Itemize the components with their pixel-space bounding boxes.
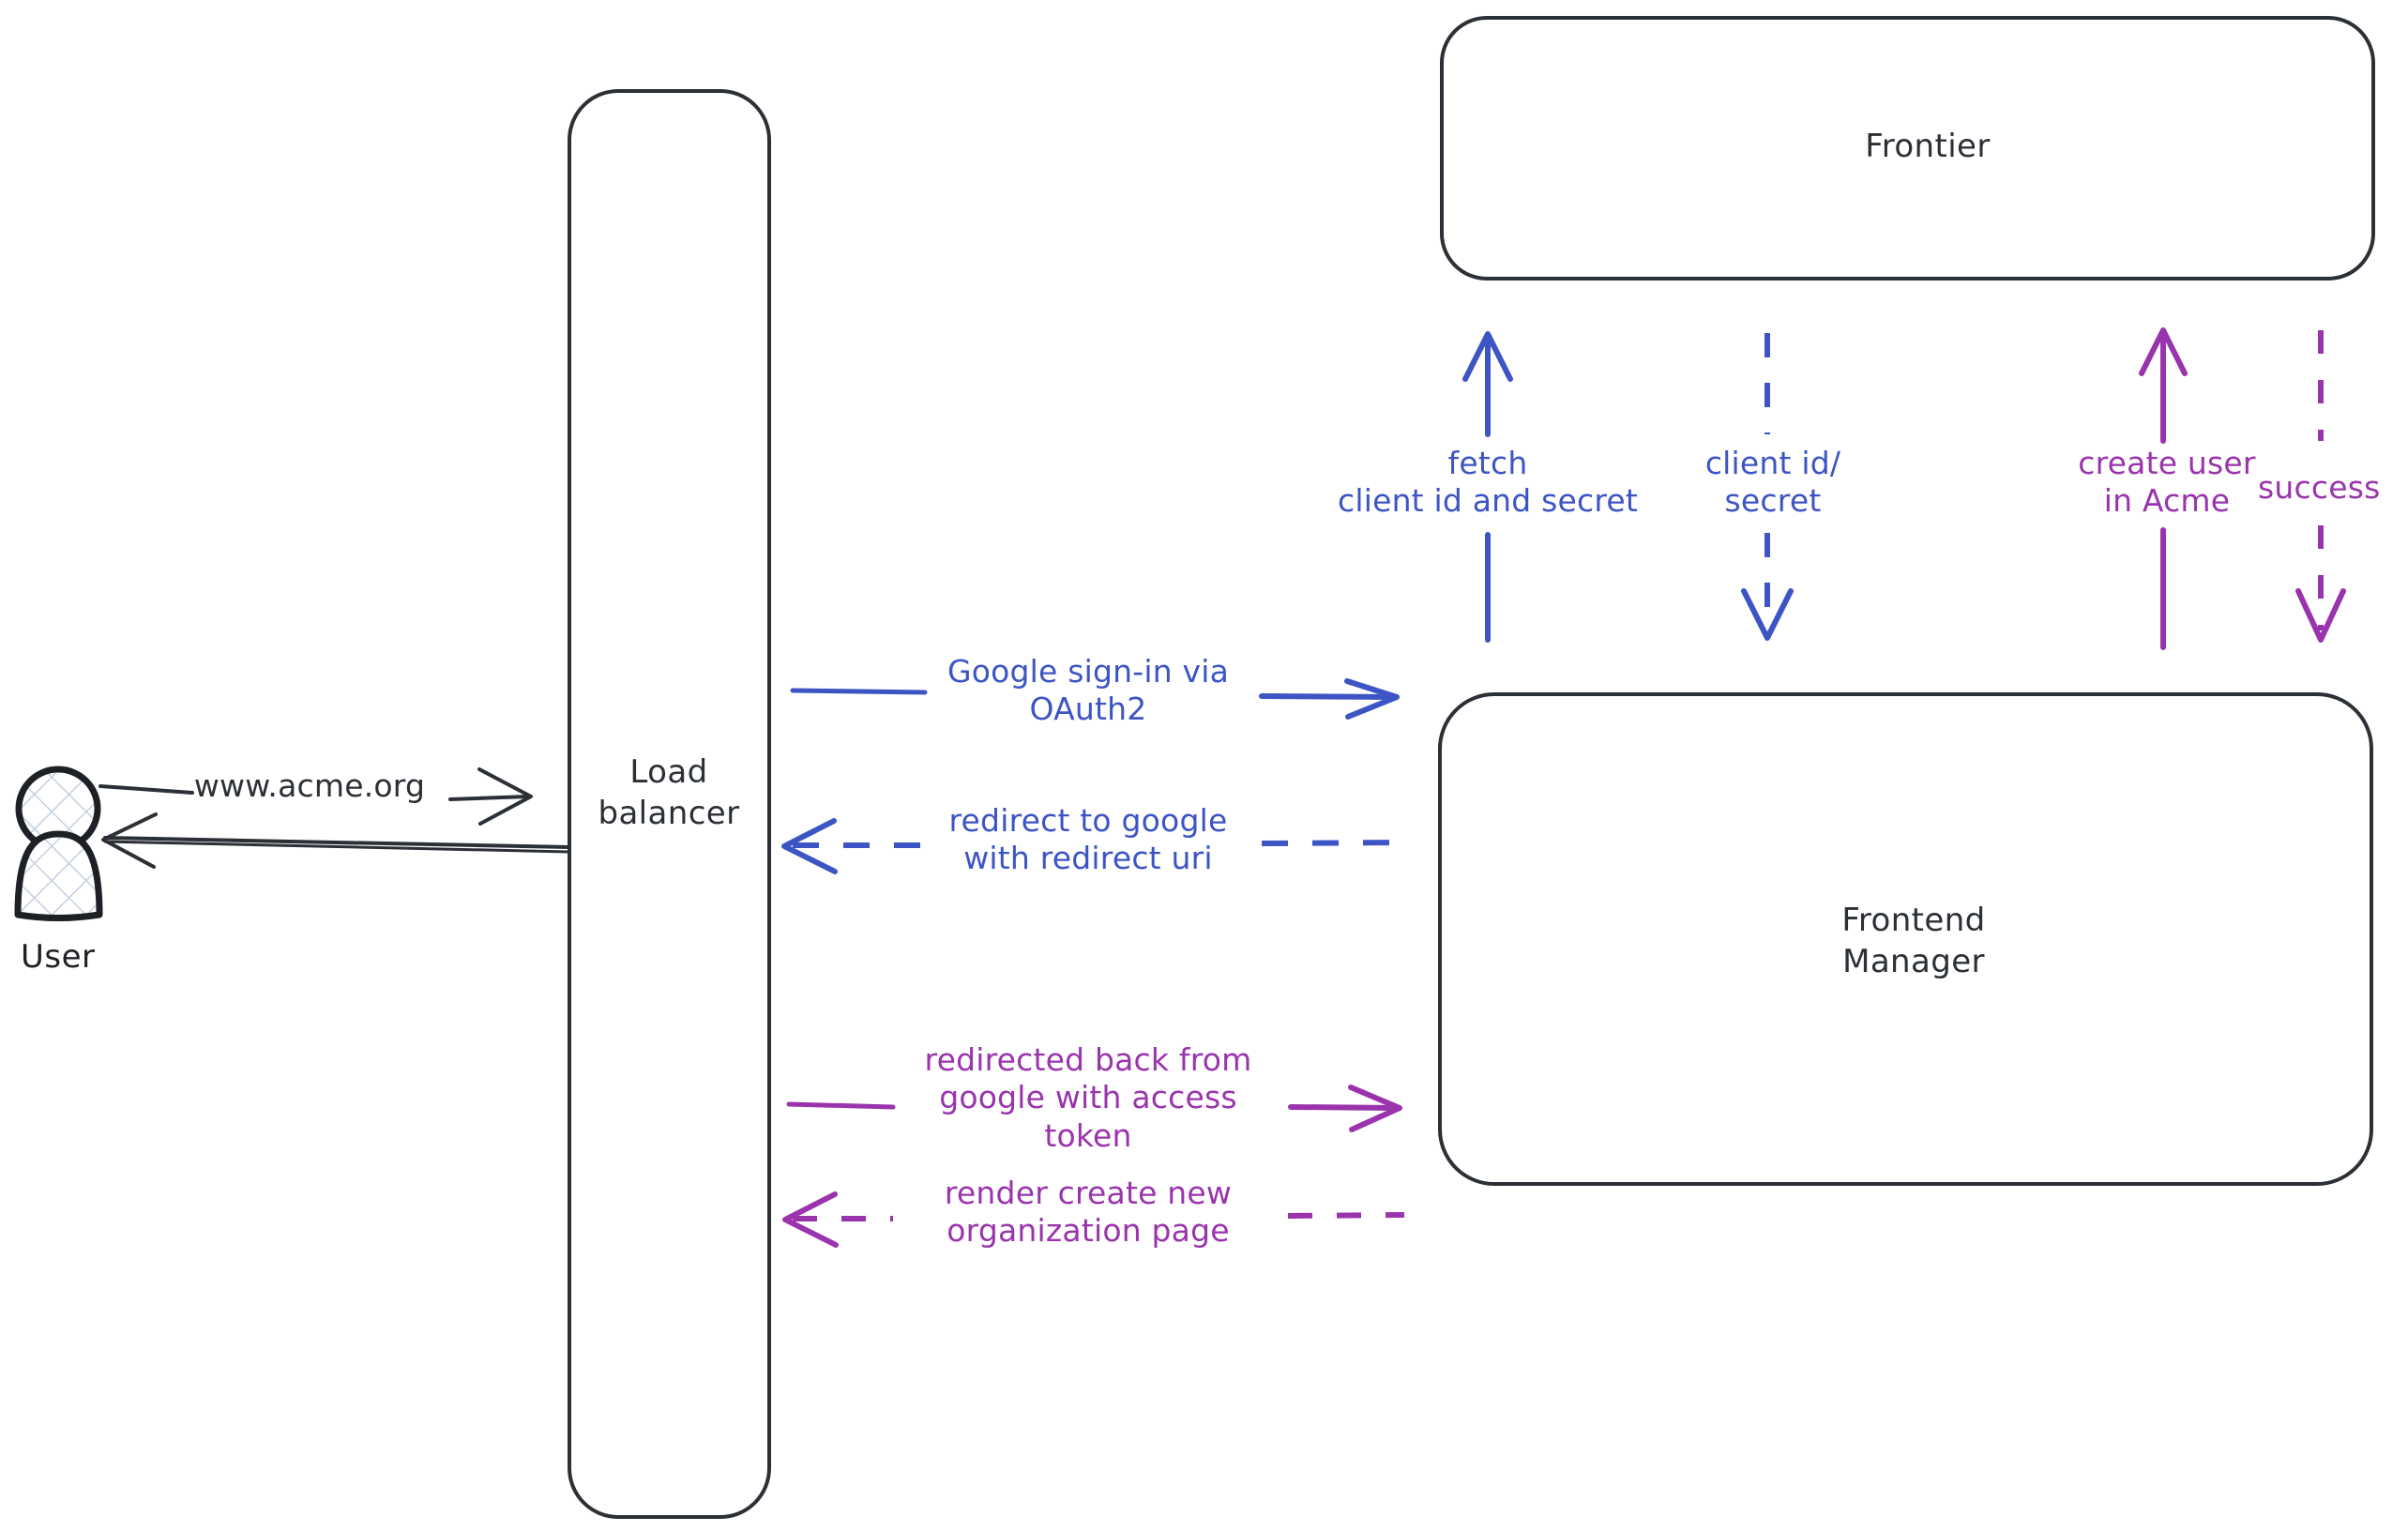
- edge-label-fm-to-frontier-create-user: create user in Acme: [2078, 445, 2256, 520]
- node-frontier-label: Frontier: [1865, 128, 1991, 165]
- actor-user-figure: [14, 766, 103, 921]
- edge-label-fm-to-lb-render: render create new organization page: [944, 1175, 1233, 1250]
- node-frontend-manager-label: Frontend Manager: [1841, 902, 1986, 980]
- edge-label-frontier-to-fm-success: success: [2258, 469, 2381, 506]
- edge-label-fm-to-frontier-fetch: fetch client id and secret: [1337, 445, 1639, 520]
- edge-label-lb-to-fm-signin: Google sign-in via OAuth2: [947, 653, 1230, 728]
- node-load-balancer-label: Load balancer: [598, 753, 740, 832]
- edge-label-fm-to-lb-redirect: redirect to google with redirect uri: [948, 802, 1228, 877]
- actor-user-caption: User: [21, 938, 96, 976]
- edge-label-lb-to-fm-callback: redirected back from google with access …: [924, 1041, 1252, 1154]
- edge-lb-to-user: [101, 812, 571, 869]
- edge-label-user-to-lb: www.acme.org: [193, 767, 426, 804]
- edge-label-frontier-to-fm-creds: client id/ secret: [1704, 445, 1841, 520]
